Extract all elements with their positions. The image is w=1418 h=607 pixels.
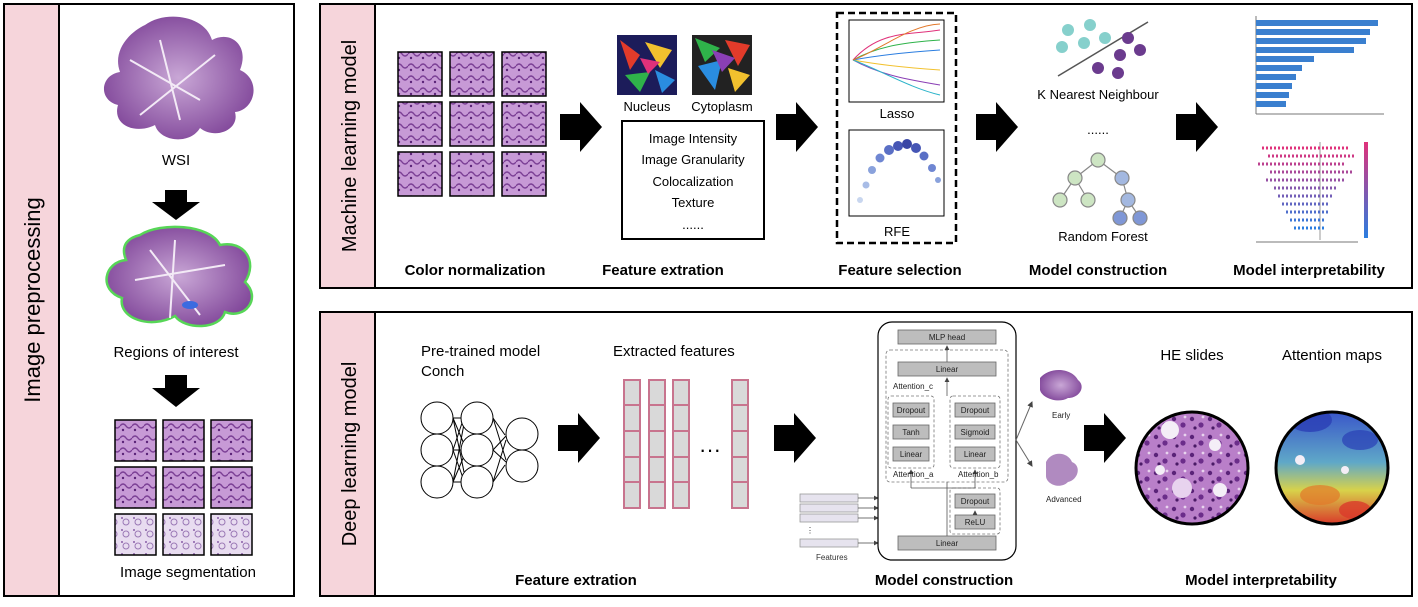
ml-step-label: Feature selection: [838, 262, 961, 279]
lasso-plot: [848, 19, 945, 103]
mlp-head-block: MLP head: [929, 333, 965, 342]
feature-item: Colocalization: [653, 174, 734, 189]
dl-step-label: Model interpretability: [1185, 572, 1337, 589]
extracted-features-label: Extracted features: [613, 343, 735, 360]
feature-importance-chart: [1255, 16, 1384, 115]
knn-label: K Nearest Neighbour: [1037, 87, 1159, 102]
ml-arrow-2: [776, 102, 818, 152]
machine-learning-panel: Machine learning model: [319, 3, 1413, 289]
he-slide-image: [1134, 410, 1250, 526]
roi-label: Regions of interest: [113, 344, 239, 361]
he-slides-label: HE slides: [1160, 347, 1223, 364]
feature-item: Image Granularity: [641, 152, 745, 167]
nucleus-image: [617, 35, 677, 95]
ml-arrow-1: [560, 102, 602, 152]
ml-arrow-3: [976, 102, 1018, 152]
branch-a-block: Dropout: [897, 406, 926, 415]
nucleus-label: Nucleus: [624, 99, 671, 114]
rfe-plot: [848, 129, 945, 217]
linear-bottom-block: Linear: [936, 539, 959, 548]
segmentation-label: Image segmentation: [120, 564, 256, 581]
color-normalization-tiles: [397, 51, 547, 197]
feature-item: ......: [682, 217, 704, 232]
neural-network-diagram: [420, 401, 539, 499]
feature-item: Image Intensity: [649, 131, 738, 146]
pretrained-label: Pre-trained model: [421, 343, 540, 360]
feature-dots: ···: [699, 437, 721, 462]
dl-title-bar: [321, 313, 375, 595]
down-arrow-1: [152, 190, 200, 220]
model-ellipsis: ......: [1087, 122, 1109, 137]
advanced-label: Advanced: [1046, 495, 1082, 504]
wsi-image: [103, 16, 254, 140]
panel-title-bar: [5, 5, 59, 595]
attention-maps-label: Attention maps: [1282, 347, 1382, 364]
roi-image: [105, 225, 254, 328]
ml-arrow-4: [1176, 102, 1218, 152]
branch-a-block: Linear: [900, 450, 923, 459]
features-small-label: Features: [816, 553, 848, 562]
stack-dots: ⋮: [806, 526, 814, 535]
dl-arrow-3: [1084, 413, 1126, 463]
linear-top-block: Linear: [936, 365, 959, 374]
branch-a-block: Tanh: [902, 428, 919, 437]
ml-step-label: Model interpretability: [1233, 262, 1385, 279]
relu-block: ReLU: [965, 518, 986, 527]
branch-b-block: Dropout: [961, 406, 990, 415]
branch-b-block: Linear: [964, 450, 987, 459]
conch-label: Conch: [421, 363, 464, 380]
attention-a-label: Attention_a: [893, 470, 934, 479]
attention-map-image: [1274, 410, 1390, 526]
dropout-block: Dropout: [961, 497, 990, 506]
architecture-blocks: [892, 329, 997, 551]
branch-b-block: Sigmoid: [961, 428, 990, 437]
dl-step-label: Feature extration: [515, 572, 637, 589]
ml-step-label: Feature extration: [602, 262, 724, 279]
feature-list-box: [621, 120, 765, 240]
attention-c-label: Attention_c: [893, 382, 933, 391]
ml-step-label: Color normalization: [405, 262, 546, 279]
cytoplasm-label: Cytoplasm: [691, 99, 752, 114]
dl-arrow-2: [774, 413, 816, 463]
panel-title: Image preprocessing: [20, 197, 45, 402]
shap-summary-plot: [1256, 142, 1368, 243]
image-preprocessing-panel: Image preprocessing WSI Regions of inter…: [3, 3, 295, 597]
dl-arrow-1: [558, 413, 600, 463]
segmentation-tiles: [114, 419, 253, 556]
dl-title: Deep learning model: [339, 362, 361, 547]
ml-title: Machine learning model: [339, 40, 361, 252]
knn-illustration: [1056, 19, 1149, 79]
dl-step-label: Model construction: [875, 572, 1013, 589]
ml-step-label: Model construction: [1029, 262, 1167, 279]
rf-label: Random Forest: [1058, 229, 1148, 244]
down-arrow-2: [152, 375, 200, 407]
attention-b-label: Attention_b: [958, 470, 999, 479]
advanced-tissue-thumbnail: [1046, 453, 1078, 486]
feature-vectors: [623, 379, 749, 509]
deep-learning-panel: Deep learning model Pre-trained model Co…: [319, 311, 1413, 597]
wsi-label: WSI: [162, 152, 190, 169]
rfe-label: RFE: [884, 224, 910, 239]
early-tissue-thumbnail: [1040, 369, 1082, 401]
early-label: Early: [1052, 411, 1070, 420]
input-features-stack: [799, 493, 859, 548]
random-forest-tree: [1052, 152, 1148, 226]
feature-item: Texture: [672, 195, 715, 210]
cytoplasm-image: [692, 35, 752, 95]
ml-title-bar: [321, 5, 375, 287]
lasso-label: Lasso: [880, 106, 915, 121]
